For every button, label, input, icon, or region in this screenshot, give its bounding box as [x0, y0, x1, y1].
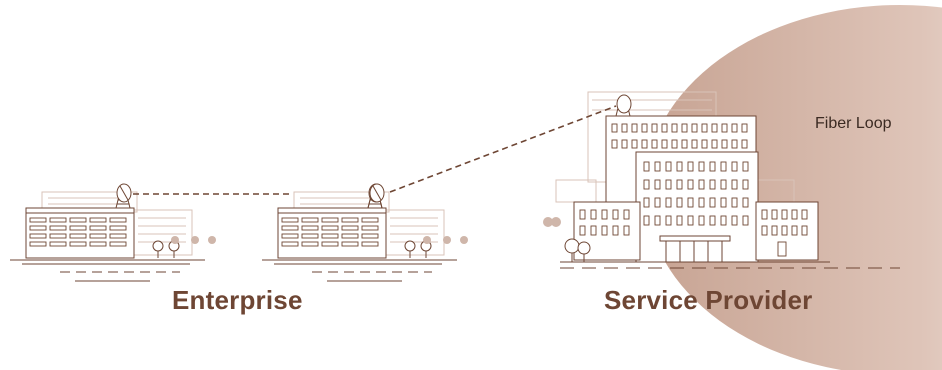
- enterprise-label: Enterprise: [172, 285, 303, 316]
- enterprise-building-2: [262, 184, 468, 281]
- service-provider-label: Service Provider: [604, 285, 812, 316]
- enterprise-building-1: [10, 184, 216, 281]
- wireless-links: [133, 106, 616, 194]
- link-enterprise-to-provider: [390, 106, 616, 192]
- fiber-loop-label: Fiber Loop: [815, 115, 892, 133]
